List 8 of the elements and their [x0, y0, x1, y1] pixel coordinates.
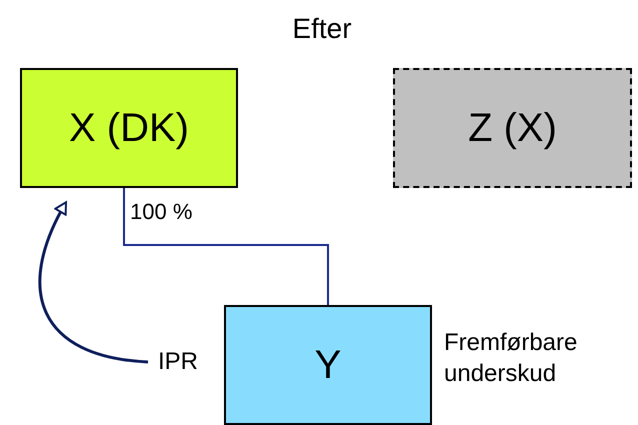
connector-line [123, 188, 329, 305]
note-text: Fremførbare underskud [444, 328, 578, 390]
curved-arrow [38, 201, 148, 364]
title: Efter [291, 12, 353, 46]
entity-box: X (DK) [20, 68, 238, 188]
entity-box: Z (X) [393, 68, 632, 188]
ipr-text: IPR [150, 345, 206, 379]
entity-box: Y [224, 305, 432, 425]
